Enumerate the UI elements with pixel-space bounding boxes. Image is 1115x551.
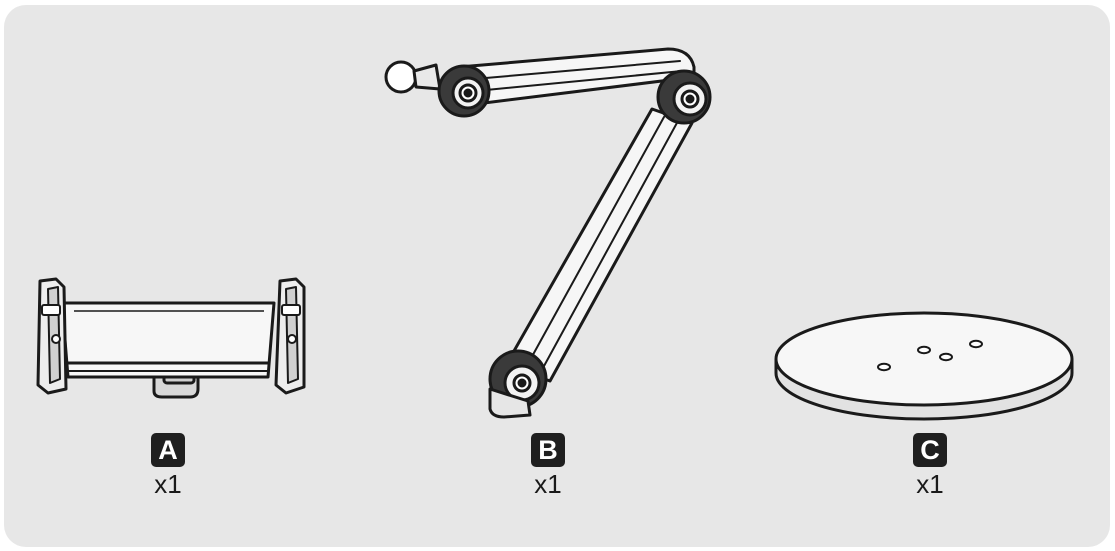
- part-c-quantity: x1: [916, 469, 944, 499]
- part-c-label: C x1: [890, 433, 970, 499]
- part-a-label: A x1: [128, 433, 208, 499]
- part-b-quantity: x1: [534, 469, 562, 499]
- articulated-arm-icon: [384, 47, 712, 419]
- part-a-letter-badge: A: [151, 433, 185, 467]
- part-b-label: B x1: [508, 433, 588, 499]
- parts-illustration: [36, 47, 1074, 421]
- parts-panel: A x1 B x1 C x1: [4, 5, 1110, 547]
- part-c-letter-badge: C: [913, 433, 947, 467]
- part-a-quantity: x1: [154, 469, 182, 499]
- part-b-letter-badge: B: [531, 433, 565, 467]
- tablet-holder-clamp-icon: [36, 277, 306, 399]
- round-base-plate-icon: [774, 311, 1074, 421]
